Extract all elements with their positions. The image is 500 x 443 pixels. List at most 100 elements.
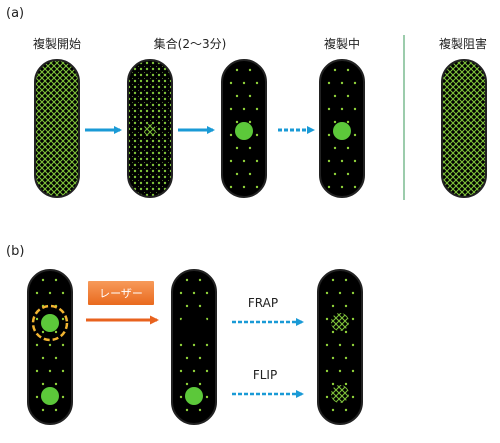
fluorescent-dot bbox=[255, 107, 259, 111]
frap-label: FRAP bbox=[247, 296, 279, 310]
fluorescent-dot bbox=[248, 146, 252, 150]
fluorescent-dot bbox=[331, 330, 335, 334]
fluorescent-dot bbox=[242, 185, 246, 189]
fluorescent-dot bbox=[340, 159, 344, 163]
fluorescent-dot bbox=[242, 159, 246, 163]
fluorescent-dot bbox=[344, 278, 348, 282]
fluorescent-dot bbox=[229, 185, 233, 189]
caption-aggregation: 集合(2〜3分) bbox=[153, 37, 227, 51]
laser-target-ring bbox=[31, 304, 69, 342]
fluorescent-dot bbox=[327, 107, 331, 111]
fluorescent-dot bbox=[346, 68, 350, 72]
fluorescent-dot bbox=[198, 304, 202, 308]
fluorescent-dot bbox=[346, 172, 350, 176]
fluorescent-dot bbox=[351, 343, 355, 347]
fluorescent-dot bbox=[205, 343, 209, 347]
fluorescent-dot bbox=[346, 94, 350, 98]
fluorescent-dot bbox=[198, 382, 202, 386]
fluorescent-dot bbox=[333, 68, 337, 72]
small-focus bbox=[144, 124, 156, 136]
fluorescent-dot bbox=[353, 185, 357, 189]
fluorescent-dot bbox=[192, 369, 196, 373]
fluorescent-dot bbox=[41, 330, 45, 334]
replication-focus bbox=[41, 314, 59, 332]
fluorescent-dot bbox=[54, 356, 58, 360]
fluorescent-dot bbox=[229, 159, 233, 163]
panel-a-label: (a) bbox=[6, 6, 25, 21]
fluorescent-dot bbox=[331, 304, 335, 308]
fluorescent-dot bbox=[331, 408, 335, 412]
fluorescent-dot bbox=[185, 356, 189, 360]
fluorescent-dot bbox=[41, 356, 45, 360]
fluorescent-dot bbox=[61, 317, 65, 321]
fluorescent-dot bbox=[255, 81, 259, 85]
fluorescent-dot bbox=[331, 382, 335, 386]
fluorescent-dot bbox=[192, 291, 196, 295]
fluorescent-dot bbox=[198, 356, 202, 360]
fluorescent-dot bbox=[54, 382, 58, 386]
fluorescent-dot bbox=[325, 395, 329, 399]
fluorescent-dot bbox=[205, 369, 209, 373]
bleached-spot bbox=[181, 310, 207, 336]
fluorescent-dot bbox=[61, 369, 65, 373]
caption-replication-inhibited: 複製阻害 bbox=[438, 37, 488, 51]
fluorescent-dot bbox=[351, 317, 355, 321]
fluorescent-dot bbox=[325, 317, 329, 321]
fluorescent-dot bbox=[41, 382, 45, 386]
cell-frap-flip-result bbox=[317, 269, 363, 425]
fluorescent-dot bbox=[229, 107, 233, 111]
fluorescent-dot bbox=[327, 159, 331, 163]
fluorescent-dot bbox=[325, 369, 329, 373]
frap-recovered-focus bbox=[331, 313, 349, 331]
cell-replication-inhibited bbox=[441, 59, 487, 198]
fluorescent-dot bbox=[338, 291, 342, 295]
fluorescent-dot bbox=[54, 408, 58, 412]
fluorescent-dot bbox=[338, 343, 342, 347]
fluorescent-dot bbox=[198, 408, 202, 412]
cell-replicating-1 bbox=[221, 59, 267, 198]
fluorescent-dot bbox=[255, 159, 259, 163]
fluorescent-dot bbox=[229, 81, 233, 85]
fluorescent-dot bbox=[48, 291, 52, 295]
cell-body bbox=[317, 269, 363, 425]
fluorescent-dot bbox=[48, 343, 52, 347]
fluorescent-dot bbox=[235, 68, 239, 72]
cell-body bbox=[171, 269, 217, 425]
fluorescent-dot bbox=[205, 395, 209, 399]
fluorescent-dot bbox=[351, 291, 355, 295]
fluorescent-dot bbox=[35, 395, 39, 399]
fluorescent-dot bbox=[248, 68, 252, 72]
caption-replicating: 複製中 bbox=[323, 37, 361, 51]
fluorescent-dot bbox=[344, 330, 348, 334]
fluorescent-dot bbox=[340, 81, 344, 85]
replication-focus bbox=[235, 122, 253, 140]
fluorescent-dot bbox=[41, 278, 45, 282]
fluorescent-dot bbox=[327, 133, 331, 137]
fluorescent-dot bbox=[248, 172, 252, 176]
fluorescent-dot bbox=[192, 343, 196, 347]
fluorescent-dot bbox=[351, 369, 355, 373]
fluorescent-dot bbox=[235, 172, 239, 176]
fluorescent-dot bbox=[235, 94, 239, 98]
fluorescent-dot bbox=[333, 94, 337, 98]
fluorescent-dot bbox=[346, 120, 350, 124]
fluorescent-dot bbox=[242, 81, 246, 85]
cell-after-laser bbox=[171, 269, 217, 425]
fluorescent-dot bbox=[205, 291, 209, 295]
fluorescent-dot bbox=[353, 107, 357, 111]
fluorescent-dot bbox=[35, 343, 39, 347]
fluorescent-dot bbox=[344, 304, 348, 308]
fluorescent-dot bbox=[179, 395, 183, 399]
fluorescent-dot bbox=[185, 304, 189, 308]
fluorescent-dot bbox=[338, 369, 342, 373]
fluorescent-dot bbox=[333, 146, 337, 150]
fluorescent-dot bbox=[61, 395, 65, 399]
fluorescent-dot bbox=[331, 278, 335, 282]
fluorescent-dot bbox=[41, 408, 45, 412]
fluorescent-dot bbox=[54, 278, 58, 282]
cell-replicating-2 bbox=[319, 59, 365, 198]
fluorescent-dot bbox=[333, 120, 337, 124]
fluorescent-dot bbox=[179, 343, 183, 347]
replication-focus bbox=[185, 387, 203, 405]
